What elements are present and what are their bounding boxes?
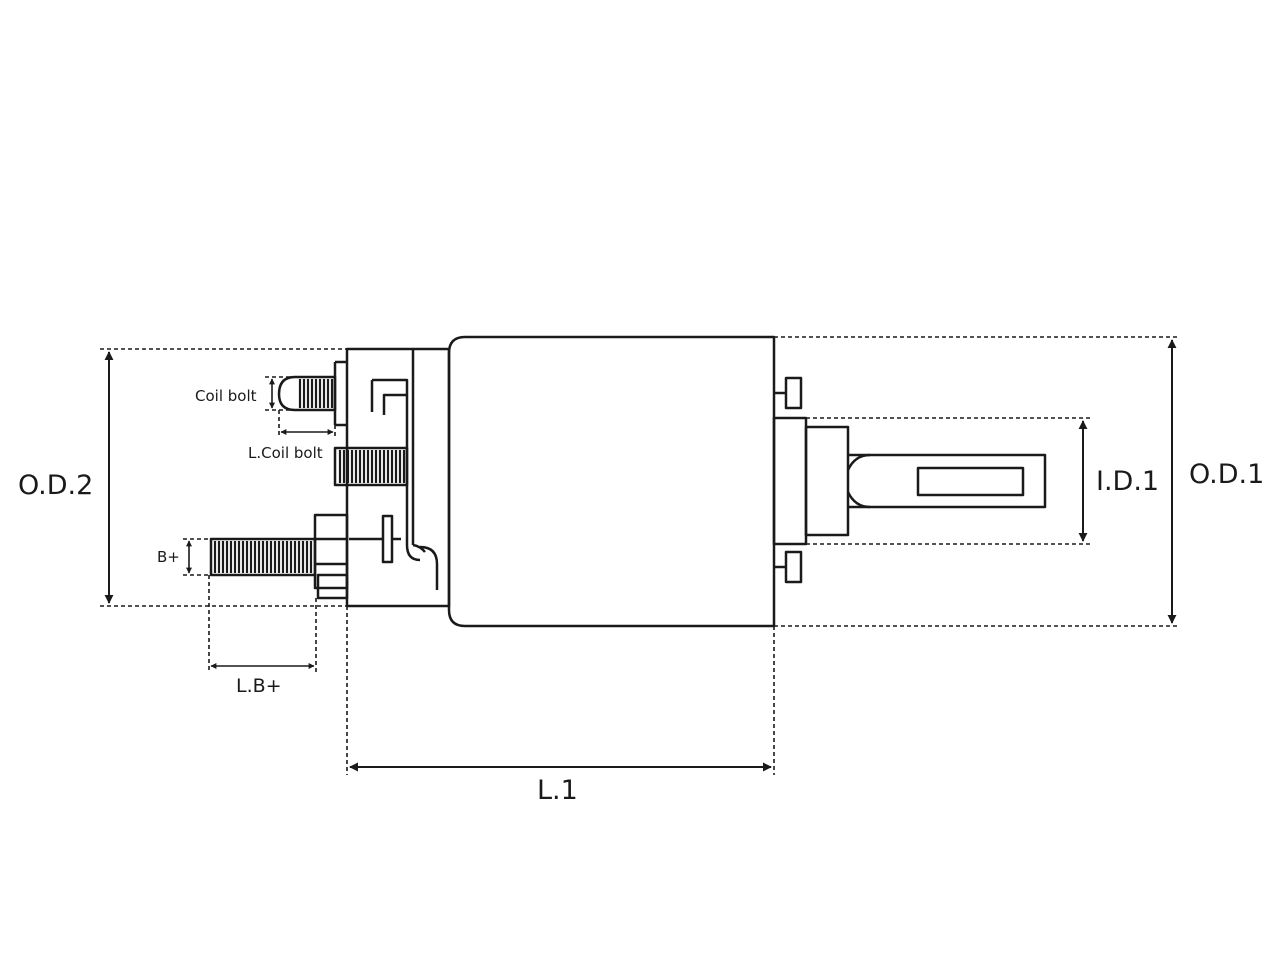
rear-housing bbox=[345, 347, 451, 608]
b-plus-label: B+ bbox=[157, 548, 180, 566]
od1-label: O.D.1 bbox=[1189, 459, 1264, 490]
id1-label: I.D.1 bbox=[1096, 466, 1159, 497]
extension-lines bbox=[100, 336, 1180, 775]
coil-bolt-label: Coil bolt bbox=[195, 387, 257, 405]
l-coil-bolt-label: L.Coil bolt bbox=[248, 444, 323, 462]
solenoid-body bbox=[447, 335, 776, 628]
b-plus-stud bbox=[209, 513, 349, 600]
od2-label: O.D.2 bbox=[18, 470, 93, 501]
l1-label: L.1 bbox=[537, 775, 578, 806]
mid-bolt bbox=[333, 446, 409, 487]
l-b-plus-label: L.B+ bbox=[236, 675, 282, 697]
plunger-assembly bbox=[772, 376, 1047, 584]
